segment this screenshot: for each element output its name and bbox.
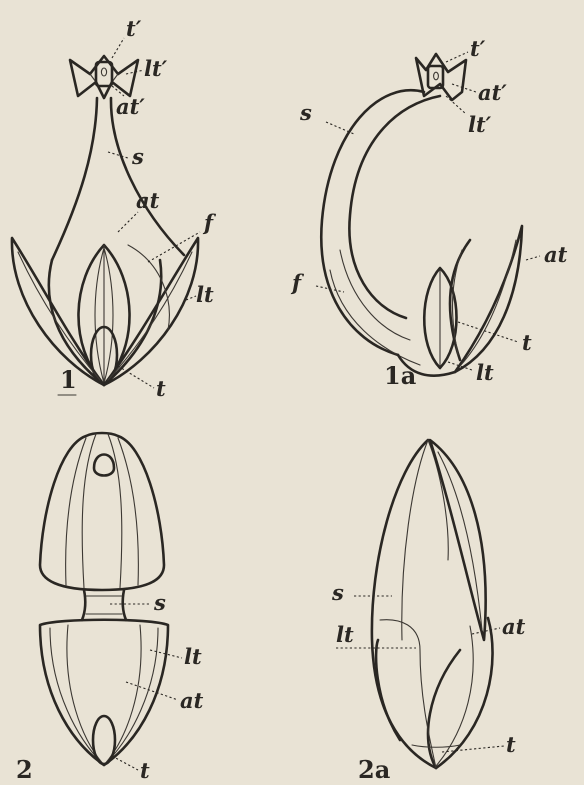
fig1a-number: 1a xyxy=(384,361,416,390)
fig2a-label-at: at xyxy=(502,614,526,639)
fig1a-label-t: t xyxy=(522,330,532,355)
fig1-label-lt-prime: lt′ xyxy=(144,56,168,81)
fig1-label-f: f xyxy=(202,210,217,235)
figure-2a: s lt at t 2a xyxy=(331,440,526,784)
fig1-number: 1 xyxy=(60,365,77,394)
figure-1: t′ lt′ at′ s at f lt t 1 xyxy=(12,16,217,401)
fig1a-label-at-prime: at′ xyxy=(478,80,507,105)
fig2-number: 2 xyxy=(16,755,33,784)
fig2a-label-t: t xyxy=(506,732,516,757)
figure-2a-drawing xyxy=(372,440,493,768)
fig1a-label-f: f xyxy=(290,270,305,295)
fig2-label-s: s xyxy=(153,590,166,615)
fig2-label-t: t xyxy=(140,758,150,783)
fig1a-label-s: s xyxy=(299,100,312,125)
fig1-label-lt: lt xyxy=(196,282,214,307)
figure-1-drawing xyxy=(12,56,198,385)
fig1-label-s: s xyxy=(131,144,144,169)
fig2a-label-lt: lt xyxy=(336,622,354,647)
fig1a-label-lt-prime: lt′ xyxy=(468,112,492,137)
fig1-label-at-prime: at′ xyxy=(116,94,145,119)
fig1-label-at: at xyxy=(136,188,160,213)
fig2-label-lt: lt xyxy=(184,644,202,669)
fig1-label-t: t xyxy=(156,376,166,401)
fig2a-number: 2a xyxy=(358,755,390,784)
fig1-label-t-prime: t′ xyxy=(126,16,142,41)
fig1a-label-at: at xyxy=(544,242,568,267)
fig1a-label-lt: lt xyxy=(476,360,494,385)
fig2-label-at: at xyxy=(180,688,204,713)
figure-1a: t′ at′ lt′ s f at t lt 1a xyxy=(290,36,568,390)
fig2a-label-s: s xyxy=(331,580,344,605)
figure-2: s lt at t 2 xyxy=(16,433,204,784)
fig1a-label-t-prime: t′ xyxy=(470,36,486,61)
figure-2-drawing xyxy=(40,433,168,765)
